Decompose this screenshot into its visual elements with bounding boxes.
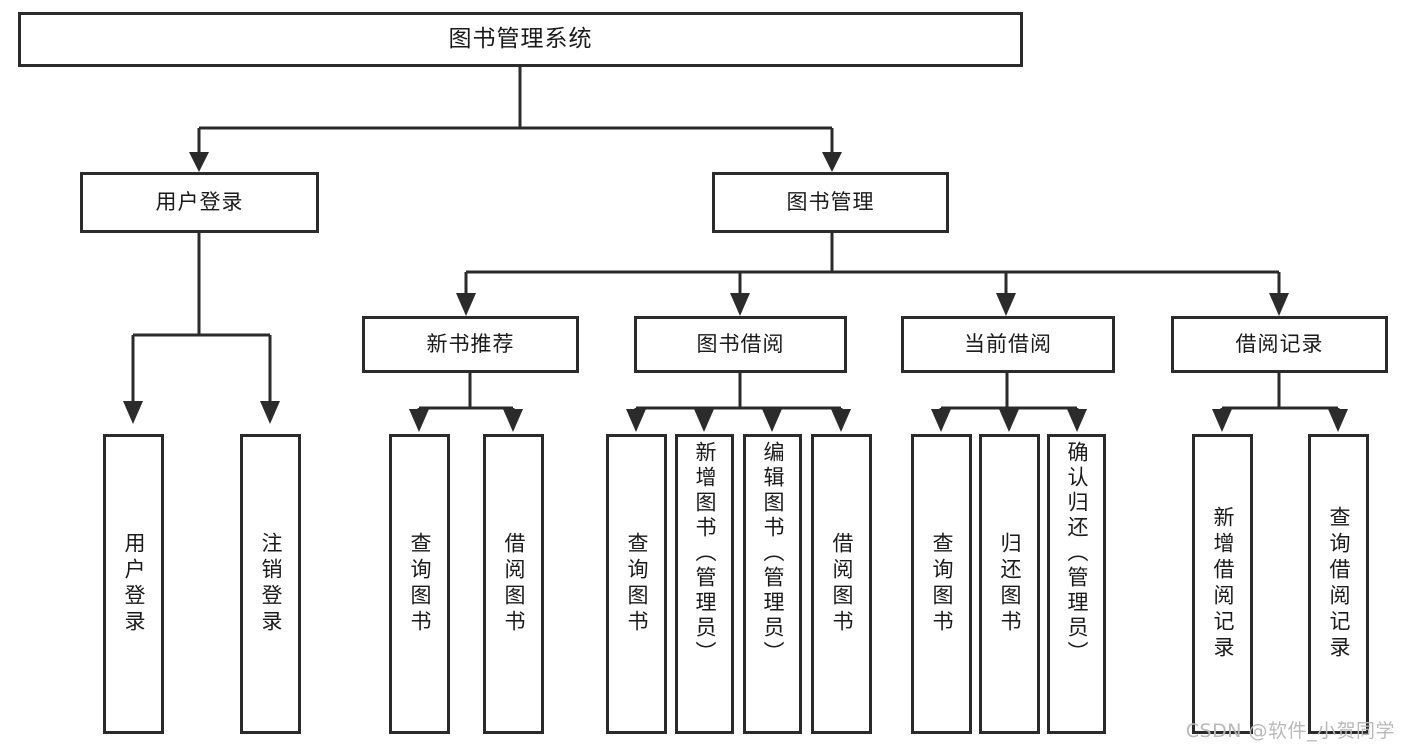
arrowhead-bw-leaf4 [831, 409, 851, 432]
arrowhead-current [996, 293, 1016, 316]
leaf-edit-book-admin-label: 编辑图书（管理员） [761, 441, 785, 666]
leaf-borrow-book-label: 借阅图书 [830, 532, 854, 636]
leaf-return-book[interactable]: 归还图书 [979, 434, 1040, 734]
leaf-borrow-book-recommend-label: 借阅图书 [502, 532, 526, 636]
node-book-management[interactable]: 图书管理 [712, 172, 949, 233]
node-new-book-recommend-label: 新书推荐 [426, 332, 515, 357]
leaf-add-borrow-record[interactable]: 新增借阅记录 [1192, 434, 1253, 734]
node-current-borrow[interactable]: 当前借阅 [901, 316, 1115, 373]
leaf-query-book-recommend[interactable]: 查询图书 [389, 434, 450, 734]
arrowhead-bw-leaf3 [762, 409, 782, 432]
arrowhead-leaf-user-login [123, 401, 143, 424]
node-book-borrow-label: 图书借阅 [696, 332, 785, 357]
leaf-edit-book-admin[interactable]: 编辑图书（管理员） [743, 434, 802, 734]
arrowhead-newbook [456, 293, 476, 316]
leaf-add-borrow-record-label: 新增借阅记录 [1211, 506, 1235, 662]
arrowhead-rec-leaf2 [1328, 409, 1348, 432]
arrowhead-leaf-logout [260, 401, 280, 424]
arrowhead-cur-leaf3 [1067, 409, 1087, 432]
leaf-query-book-recommend-label: 查询图书 [408, 532, 432, 636]
leaf-confirm-return-admin-label: 确认归还（管理员） [1065, 441, 1089, 666]
node-new-book-recommend[interactable]: 新书推荐 [362, 316, 579, 373]
arrowhead-borrow [730, 293, 750, 316]
node-book-management-label: 图书管理 [786, 190, 875, 215]
arrowhead-nb-leaf1 [409, 409, 429, 432]
node-borrow-record-label: 借阅记录 [1235, 332, 1324, 357]
arrowhead-rec-leaf1 [1212, 409, 1232, 432]
arrowhead-bw-leaf1 [626, 409, 646, 432]
node-root-label: 图书管理系统 [448, 25, 593, 52]
leaf-query-book-current[interactable]: 查询图书 [911, 434, 972, 734]
arrowhead-record [1269, 293, 1289, 316]
node-book-borrow[interactable]: 图书借阅 [634, 316, 847, 373]
arrowhead-bw-leaf2 [694, 409, 714, 432]
node-borrow-record[interactable]: 借阅记录 [1171, 316, 1388, 373]
leaf-logout[interactable]: 注销登录 [240, 434, 301, 734]
node-user-login[interactable]: 用户登录 [80, 172, 319, 233]
leaf-borrow-book[interactable]: 借阅图书 [811, 434, 872, 734]
node-user-login-label: 用户登录 [155, 190, 244, 215]
leaf-query-book-borrow[interactable]: 查询图书 [606, 434, 667, 734]
leaf-logout-label: 注销登录 [259, 532, 283, 636]
node-current-borrow-label: 当前借阅 [964, 332, 1052, 357]
leaf-borrow-book-recommend[interactable]: 借阅图书 [483, 434, 544, 734]
arrowhead-nb-leaf2 [503, 409, 523, 432]
leaf-return-book-label: 归还图书 [998, 532, 1022, 636]
arrowhead-cur-leaf1 [931, 409, 951, 432]
leaf-user-login-label: 用户登录 [122, 532, 146, 636]
arrowhead-userlogin [189, 152, 209, 172]
leaf-query-book-borrow-label: 查询图书 [625, 532, 649, 636]
leaf-query-borrow-record-label: 查询借阅记录 [1327, 506, 1351, 662]
leaf-user-login[interactable]: 用户登录 [103, 434, 164, 734]
leaf-query-borrow-record[interactable]: 查询借阅记录 [1308, 434, 1369, 734]
arrowhead-bookmgmt [822, 152, 842, 172]
leaf-add-book-admin-label: 新增图书（管理员） [693, 441, 717, 666]
arrowhead-cur-leaf2 [999, 409, 1019, 432]
node-root[interactable]: 图书管理系统 [18, 12, 1023, 67]
leaf-add-book-admin[interactable]: 新增图书（管理员） [675, 434, 734, 734]
csdn-watermark: CSDN @软件_小贺同学 [1185, 720, 1395, 742]
leaf-query-book-current-label: 查询图书 [930, 532, 954, 636]
leaf-confirm-return-admin[interactable]: 确认归还（管理员） [1047, 434, 1106, 734]
